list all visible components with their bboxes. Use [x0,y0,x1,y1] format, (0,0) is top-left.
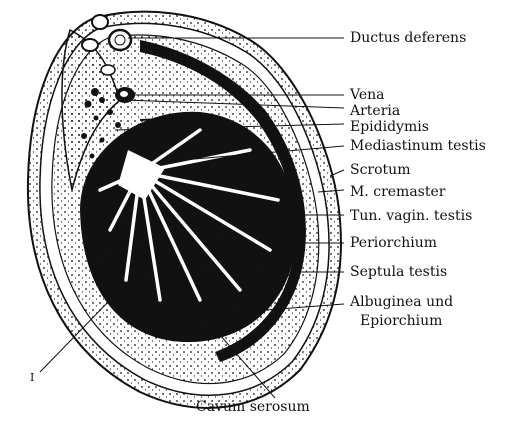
label-scrotum: Scrotum [350,162,410,178]
label-m-cremaster: M. cremaster [350,184,445,200]
label-arteria: Arteria [350,103,400,119]
label-cavum-serosum: Cavum serosum [196,399,310,415]
testis-body [80,112,296,342]
label-epiorchium: Epiorchium [360,313,442,329]
label-albuginea-und: Albuginea und [350,294,453,310]
label-ductus-deferens: Ductus deferens [350,30,466,46]
label-tun-vagin-testis: Tun. vagin. testis [350,208,472,224]
label-septula-testis: Septula testis [350,264,447,280]
label-mediastinum-testis: Mediastinum testis [350,138,486,154]
label-epididymis: Epididymis [350,119,429,135]
label-vena: Vena [350,87,384,103]
label-periorchium: Periorchium [350,235,437,251]
label-marker-i: I [30,370,34,386]
